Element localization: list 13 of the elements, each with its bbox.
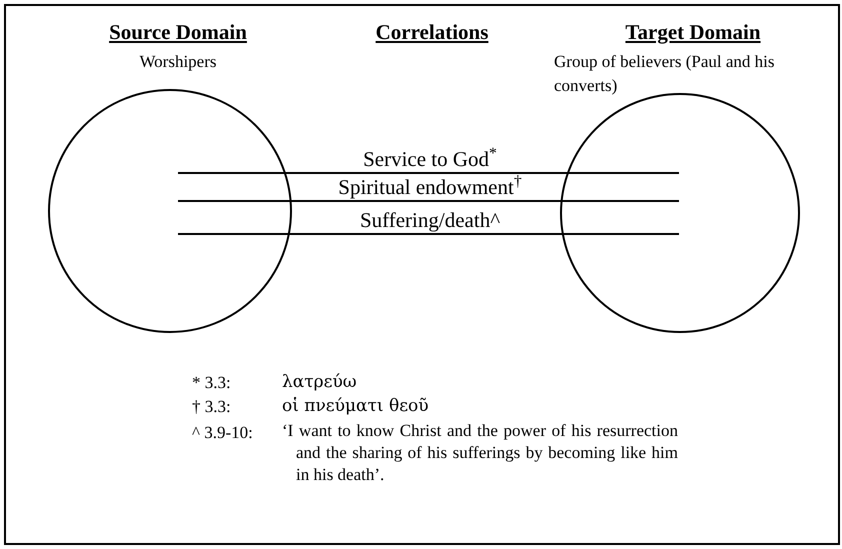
footnote-reference: ^ 3.9-10:	[192, 424, 253, 441]
correlation-line	[178, 172, 679, 174]
greek-term: οἱ πνεύματι θεοῦ	[282, 398, 429, 415]
greek-term: λατρεύω	[282, 374, 357, 391]
column-heading: Correlations	[376, 22, 488, 43]
domain-heading: Source Domain	[109, 22, 247, 43]
footnote-reference: † 3.3:	[192, 398, 231, 415]
footnote-quote: ‘I want to know Christ and the power of his resurrection and the sharing of his sufferings by becoming like him in his death’.	[282, 420, 678, 486]
domain-description: Worshipers	[138, 51, 218, 73]
footnote-reference: * 3.3:	[192, 374, 231, 391]
correlation-line	[178, 200, 679, 202]
domain-heading: Target Domain	[625, 22, 761, 43]
domain-description: Group of believers (Paul and his converts)	[554, 51, 776, 97]
